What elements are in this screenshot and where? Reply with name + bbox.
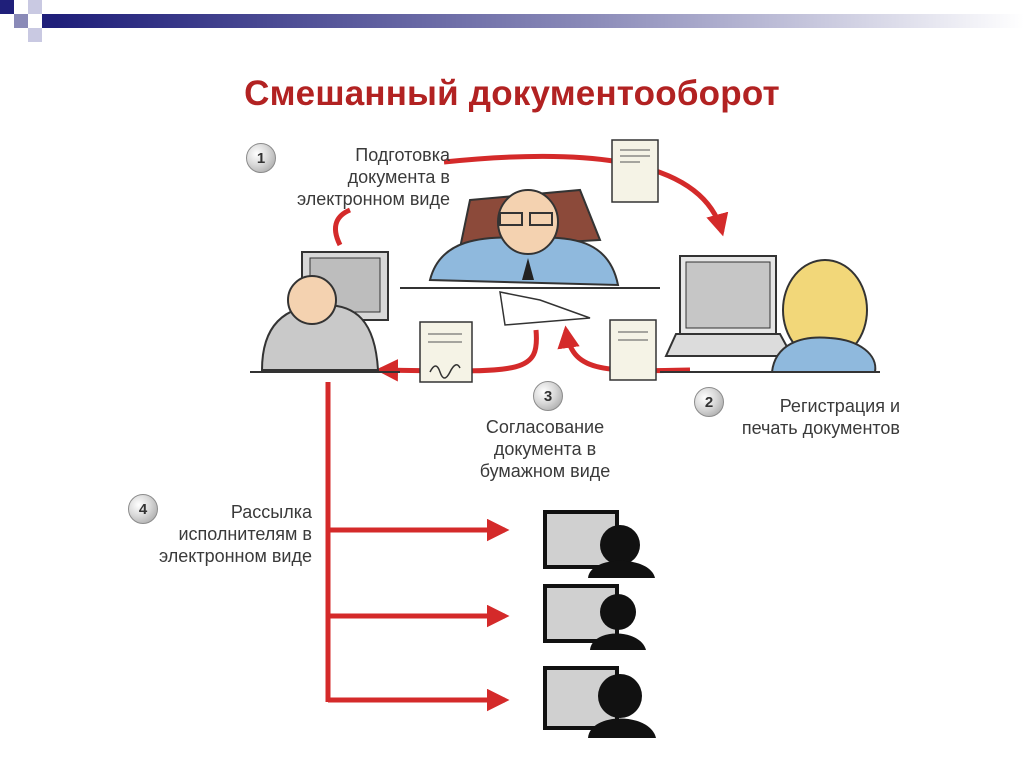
slide-title: Смешанный документооборот — [244, 74, 780, 113]
step-1-badge: 1 — [246, 143, 276, 173]
header-decoration — [0, 0, 1024, 42]
right-worker-illustration — [660, 255, 880, 373]
executor-1-illustration — [543, 510, 655, 578]
step-3-line-2: документа в — [493, 439, 597, 459]
manager-illustration — [400, 188, 660, 326]
arrow-connector-left — [333, 207, 352, 247]
step-2-badge: 2 — [694, 387, 724, 417]
step-2-line-1: Регистрация и — [779, 396, 900, 416]
step-1-line-2: документа в — [347, 167, 450, 187]
step-1-line-3: электронном виде — [296, 189, 450, 209]
step-4-label: Рассылка исполнителям в электронном виде — [112, 501, 312, 567]
step-3-line-3: бумажном виде — [479, 461, 611, 481]
step-4-line-3: электронном виде — [158, 546, 312, 566]
document-icon-top — [611, 139, 659, 203]
step-4-line-2: исполнителям в — [178, 524, 312, 544]
step-4-badge: 4 — [128, 494, 158, 524]
document-icon-registered — [609, 319, 657, 381]
executor-2-illustration — [543, 584, 646, 650]
left-worker-illustration — [250, 251, 400, 373]
step-2-line-2: печать документов — [741, 418, 900, 438]
step-1-label: Подготовка документа в электронном виде — [250, 144, 450, 210]
step-2-label: Регистрация и печать документов — [700, 395, 900, 439]
document-icon-signed — [419, 321, 473, 383]
step-3-line-1: Согласование — [485, 417, 605, 437]
step-3-label: Согласование документа в бумажном виде — [460, 416, 630, 482]
step-1-line-1: Подготовка — [355, 145, 450, 165]
executor-3-illustration — [543, 666, 656, 738]
step-3-badge: 3 — [533, 381, 563, 411]
arrow-from-registration — [557, 325, 691, 374]
step-4-line-1: Рассылка — [230, 502, 312, 522]
